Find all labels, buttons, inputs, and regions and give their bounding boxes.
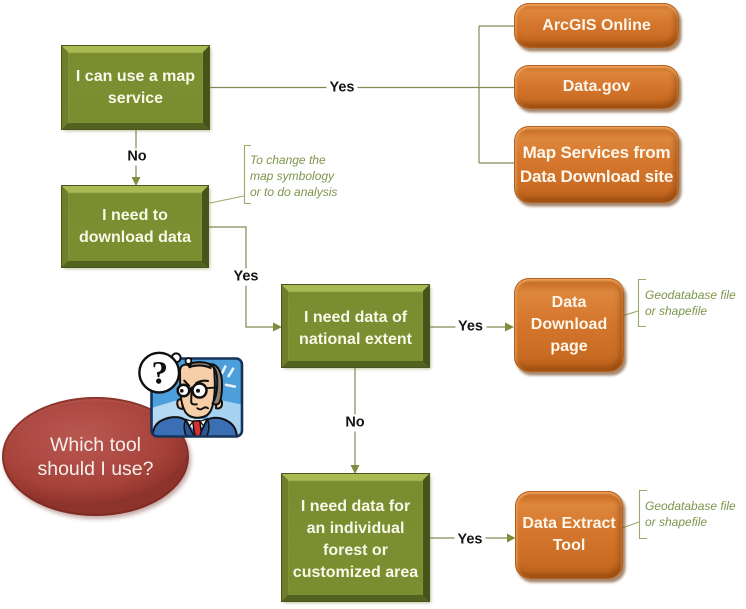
svg-text:?: ? (152, 356, 169, 392)
